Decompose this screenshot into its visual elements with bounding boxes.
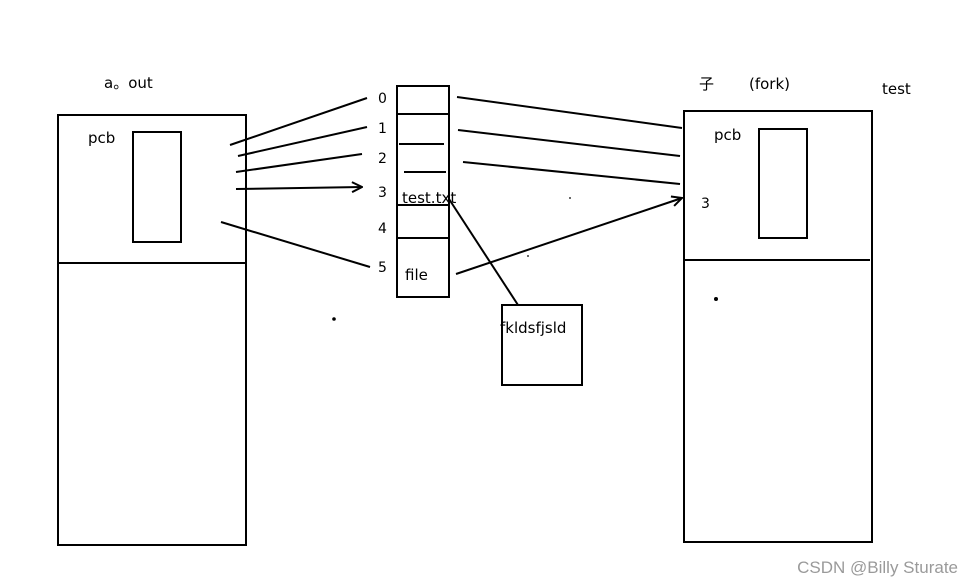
fd-index-2: 2 <box>378 151 387 167</box>
file-link-line <box>448 198 519 306</box>
link-line <box>229 97 368 146</box>
fd-entry-file: file <box>405 266 428 284</box>
file-content-box <box>501 304 583 386</box>
child-fd-label: 3 <box>701 196 710 212</box>
child-title: 子 <box>699 75 714 93</box>
link-line <box>456 96 683 129</box>
dot-mark <box>714 297 718 301</box>
fd-index-4: 4 <box>378 221 387 237</box>
child-process: 子 (fork) test pcb 3 <box>683 75 911 543</box>
child-test-label: test <box>882 80 911 98</box>
file-content-text: fkldsfjsld <box>500 319 566 337</box>
link-line <box>462 161 681 185</box>
child-pcb-label: pcb <box>714 126 741 144</box>
parent-title: a。out <box>104 74 153 92</box>
dot-mark <box>527 255 529 257</box>
dot-mark <box>569 197 571 199</box>
link-arrow <box>455 198 682 275</box>
file-content: fkldsfjsld <box>448 198 583 386</box>
parent-process: a。out pcb <box>57 74 247 546</box>
parent-process-box <box>57 114 247 546</box>
parent-links <box>220 97 371 268</box>
watermark: CSDN @Billy Sturate <box>797 558 958 577</box>
link-line <box>457 129 681 157</box>
fd-table-box <box>396 85 450 298</box>
dot-mark <box>332 317 336 321</box>
link-line <box>235 153 363 173</box>
fd-table: 0 1 2 3 4 5 test.txt file <box>378 85 456 298</box>
fd-index-1: 1 <box>378 121 387 137</box>
fd-index-3: 3 <box>378 185 387 201</box>
child-links <box>455 96 683 275</box>
child-process-box <box>683 110 873 543</box>
link-line <box>220 221 371 268</box>
child-pcb-box <box>758 128 808 239</box>
fd-entry-test-txt: test.txt <box>402 189 456 207</box>
parent-pcb-label: pcb <box>88 129 115 147</box>
fd-index-0: 0 <box>378 91 387 107</box>
child-fork-label: (fork) <box>749 75 790 93</box>
stray-dots <box>332 197 718 321</box>
link-line <box>237 126 368 157</box>
fd-index-5: 5 <box>378 260 387 276</box>
parent-pcb-box <box>132 131 182 243</box>
link-arrow <box>235 187 362 189</box>
